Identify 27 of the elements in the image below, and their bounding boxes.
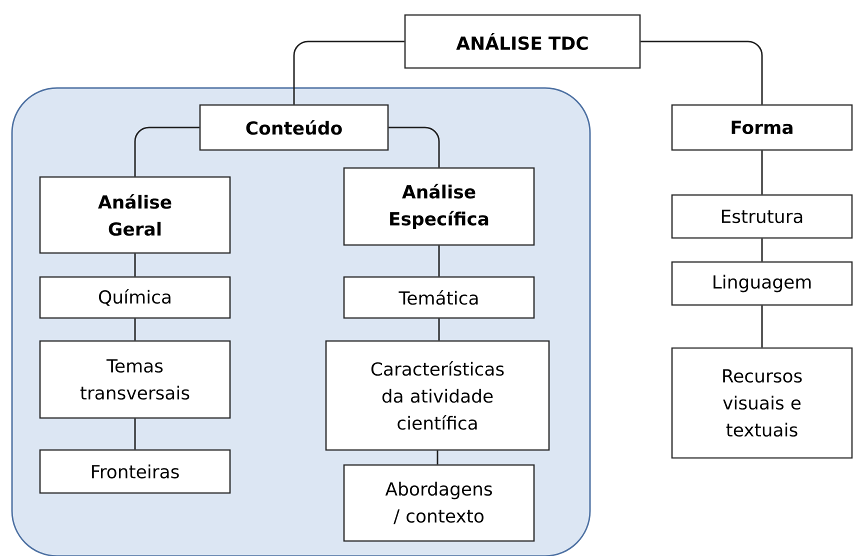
connector-line [438,318,440,340]
label-box: Química [39,276,231,319]
label-box: Análise Geral [39,176,231,254]
label-box: Análise Específica [343,167,535,246]
connector-line [293,40,404,104]
connector-line [640,40,763,104]
connector-line [761,150,763,194]
connector-line [134,254,136,276]
label-box: Conteúdo [199,104,389,151]
label-box: Estrutura [671,194,853,239]
label-box: Características da atividade científica [325,340,550,451]
connector-line [134,126,200,176]
connector-line [436,450,438,464]
label-box: Forma [671,104,853,151]
connector-line [438,246,440,276]
label-box: Linguagem [671,261,853,306]
label-box: Fronteiras [39,449,231,494]
connector-line [761,306,763,348]
label-box: Temas transversais [39,340,231,419]
label-box: Abordagens / contexto [343,464,535,542]
connector-line [388,126,440,168]
label-box: ANÁLISE TDC [404,14,641,69]
connector-line [134,318,136,340]
label-box: Recursos visuais e textuais [671,347,853,459]
label-box: Temática [343,276,535,319]
connector-line [134,418,136,450]
connector-line [761,238,763,262]
